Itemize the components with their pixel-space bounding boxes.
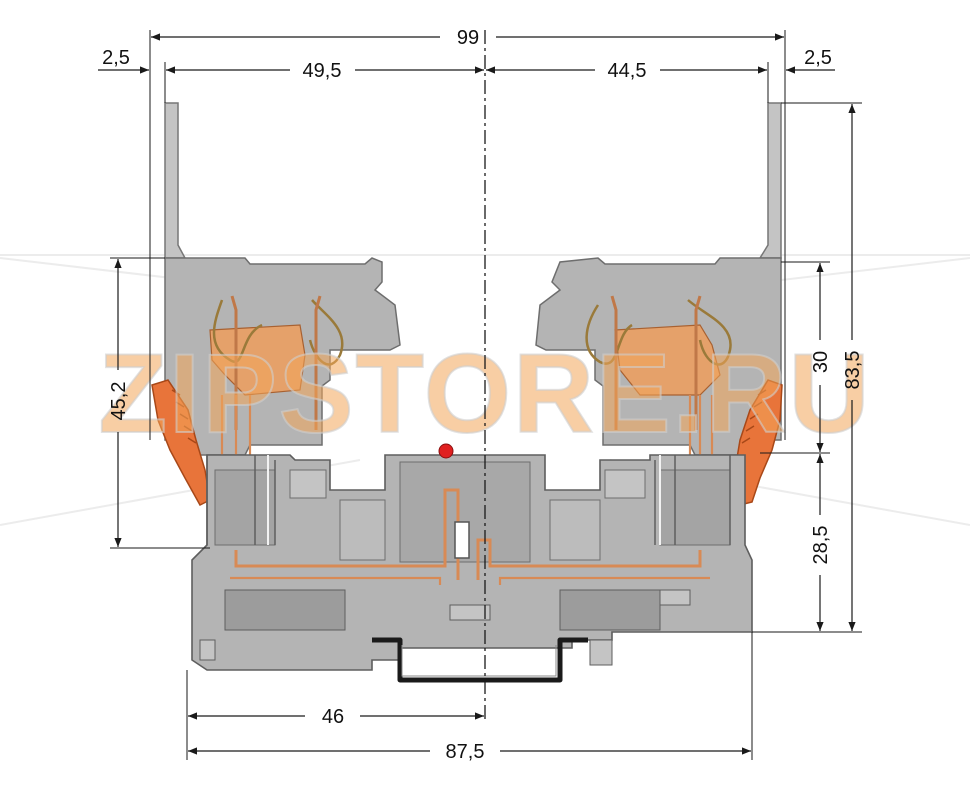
dim-overall-width: 99 bbox=[457, 27, 479, 49]
right-spring-clip bbox=[585, 299, 732, 366]
dim-left-offset: 2,5 bbox=[102, 47, 130, 69]
dim-overall-height: 83,5 bbox=[842, 351, 864, 390]
dim-right-half: 44,5 bbox=[608, 60, 647, 82]
dim-right-offset: 2,5 bbox=[804, 47, 832, 69]
watermark-text: ZIPSTORE.RU bbox=[99, 331, 872, 456]
dim-base-width: 87,5 bbox=[446, 741, 485, 763]
left-release-tab bbox=[164, 102, 187, 259]
dim-upper-height: 30 bbox=[810, 351, 832, 373]
left-connector-module bbox=[151, 102, 401, 550]
left-contact-plate bbox=[209, 324, 306, 396]
base-housing bbox=[191, 454, 753, 671]
fuse bbox=[454, 521, 470, 559]
dimension-lines bbox=[98, 33, 856, 755]
dim-left-height: 45,2 bbox=[108, 382, 130, 421]
dim-base-left: 46 bbox=[322, 706, 344, 728]
dim-left-half: 49,5 bbox=[303, 60, 342, 82]
dim-lower-height: 28,5 bbox=[810, 526, 832, 565]
right-contact-plate bbox=[614, 324, 721, 396]
extension-lines bbox=[110, 30, 862, 760]
led-indicator bbox=[438, 443, 454, 459]
right-release-tab bbox=[758, 102, 782, 259]
contact-bus-bar bbox=[230, 443, 710, 585]
right-connector-module bbox=[535, 102, 783, 550]
dimension-labels: 99 2,5 2,5 49,5 44,5 83,5 30 28,5 45,2 4… bbox=[102, 27, 864, 763]
din-rail bbox=[372, 637, 588, 683]
